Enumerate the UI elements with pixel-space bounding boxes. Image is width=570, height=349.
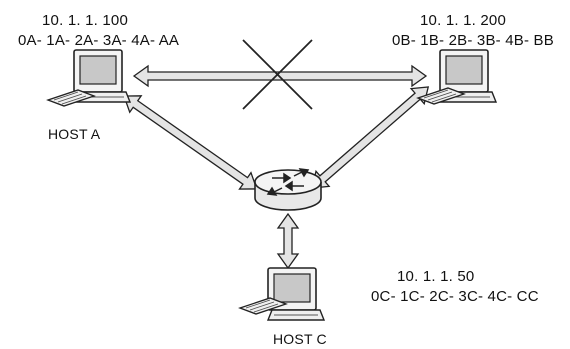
host-b-mac-label: 0B- 1B- 2B- 3B- 4B- BB — [392, 32, 554, 49]
host-a-computer-icon — [47, 49, 131, 107]
host-c-ip-label: 10. 1. 1. 50 — [397, 268, 475, 285]
host-c-mac-label: 0C- 1C- 2C- 3C- 4C- CC — [371, 288, 539, 305]
router-icon — [254, 168, 322, 211]
host-b-ip-label: 10. 1. 1. 200 — [420, 12, 507, 29]
host-a-name-label: HOST A — [48, 126, 101, 142]
host-c-computer-icon — [239, 267, 325, 321]
arrow-router-host-b — [311, 86, 430, 189]
arrow-host-a-router — [123, 95, 258, 190]
arrow-router-host-c — [276, 212, 300, 270]
host-b-computer-icon — [417, 49, 497, 105]
host-a-ip-label: 10. 1. 1. 100 — [42, 12, 129, 29]
host-c-name-label: HOST C — [273, 331, 327, 347]
host-a-mac-label: 0A- 1A- 2A- 3A- 4A- AA — [18, 32, 180, 49]
blocked-x-mark — [242, 39, 313, 110]
